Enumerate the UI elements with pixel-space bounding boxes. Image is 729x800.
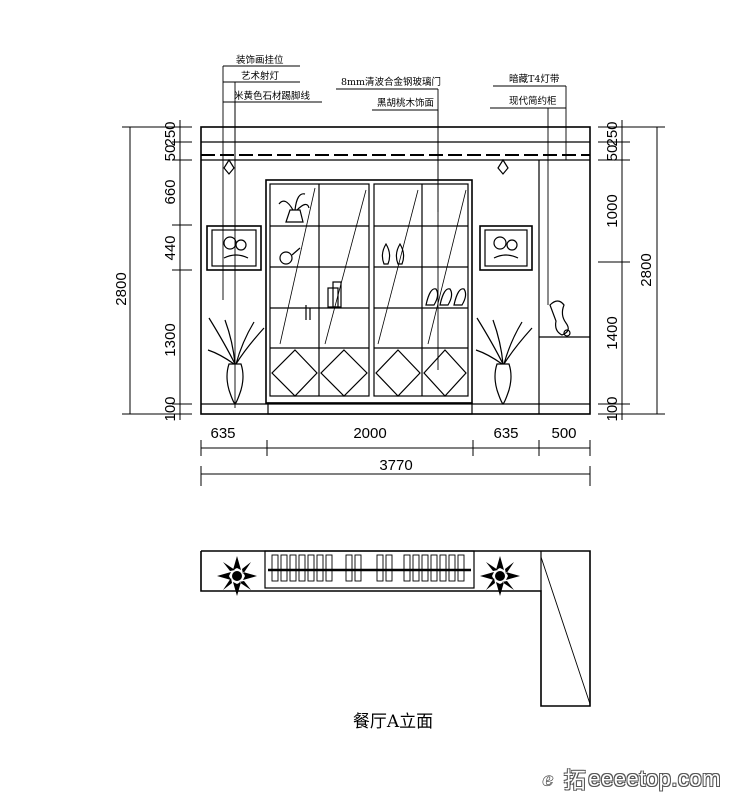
right-dimension-lines: [598, 120, 665, 420]
svg-text:e: e: [542, 769, 554, 790]
dim-left-440: 440: [162, 235, 179, 260]
dim-left-250: 250: [162, 121, 179, 146]
art-spotlight-left: [223, 158, 235, 175]
dim-right-total: 2800: [638, 253, 655, 286]
eeeetop-logo-icon: e: [542, 769, 554, 791]
drawing-title: 餐厅A立面: [353, 712, 433, 732]
vase-right: [475, 317, 533, 405]
vase-left: [207, 317, 265, 405]
annotation-leaders: [222, 65, 567, 408]
left-dimension-lines: [122, 120, 192, 420]
label-modern-cabinet: 现代简约柜: [509, 95, 557, 107]
label-t4-light-strip: 暗藏T4灯带: [509, 73, 560, 85]
label-art-spotlight: 艺术射灯: [241, 70, 280, 82]
dim-right-250: 250: [604, 121, 621, 146]
watermark-logo-char: 拓: [563, 768, 587, 793]
dim-bottom-500: 500: [551, 425, 576, 442]
modern-cabinet: [538, 160, 590, 414]
watermark: e 拓 eeeetop.com: [541, 762, 721, 796]
dim-right-100: 100: [604, 396, 621, 421]
plant-icon-left: [217, 556, 257, 596]
plant-icon-right: [480, 556, 520, 596]
dim-left-50: 50: [162, 145, 179, 162]
glass-cabinet: [265, 179, 473, 415]
dim-right-1000: 1000: [604, 194, 621, 227]
decorative-painting-right: [479, 225, 533, 271]
plan-view: [200, 550, 591, 707]
dim-left-100: 100: [162, 396, 179, 421]
dim-bottom-635-right: 635: [493, 425, 518, 442]
dim-left-1300: 1300: [162, 323, 179, 356]
watermark-site: eeeetop.com: [588, 766, 721, 791]
label-painting-position: 装饰画挂位: [236, 54, 284, 66]
dim-left-total: 2800: [113, 272, 130, 305]
dim-right-1400: 1400: [604, 316, 621, 349]
label-stone-skirting: 米黄色石材踢脚线: [234, 90, 311, 102]
bottom-dimension-lines: [200, 440, 591, 486]
label-walnut-veneer: 黑胡桃木饰面: [377, 97, 434, 109]
dim-left-660: 660: [162, 179, 179, 204]
dim-bottom-2000: 2000: [353, 425, 386, 442]
decorative-painting-left: [206, 225, 262, 271]
art-spotlight-right: [497, 158, 509, 175]
dim-right-50: 50: [604, 145, 621, 162]
dim-bottom-635-left: 635: [210, 425, 235, 442]
dim-bottom-total: 3770: [379, 457, 412, 474]
label-glass-door: 8mm清波合金钢玻璃门: [341, 76, 441, 88]
